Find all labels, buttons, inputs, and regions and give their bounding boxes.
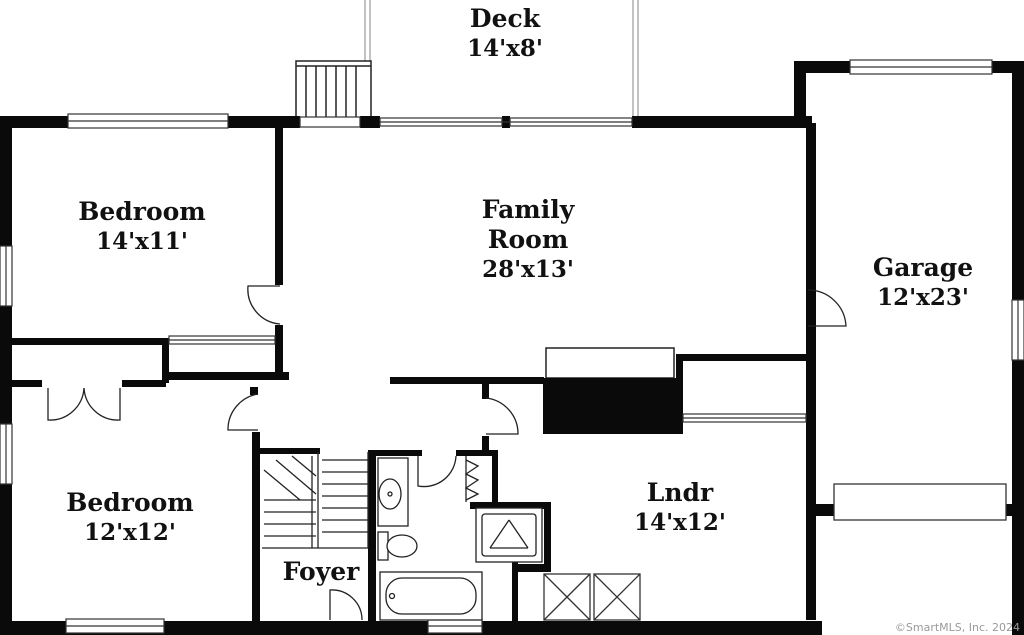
laundry-dimensions: 14'x12'	[634, 509, 726, 536]
bedroom-1-dimensions: 14'x11'	[96, 228, 188, 255]
bedroom-2-dimensions: 12'x12'	[84, 519, 176, 546]
deck-outline	[364, 0, 639, 118]
closets	[168, 335, 807, 423]
room-label-foyer: Foyer	[266, 557, 376, 587]
room-label-laundry: Lndr 14'x12'	[620, 478, 740, 538]
garage-name: Garage	[872, 253, 974, 282]
bathroom-fixtures	[377, 457, 543, 621]
fireplace	[543, 347, 683, 434]
room-label-bedroom-1: Bedroom 14'x11'	[62, 197, 222, 257]
room-label-deck: Deck 14'x8'	[440, 4, 570, 64]
garage-dimensions: 12'x23'	[877, 284, 969, 311]
room-label-bedroom-2: Bedroom 12'x12'	[50, 488, 210, 548]
deck-name: Deck	[469, 4, 541, 33]
door-swings	[47, 285, 847, 621]
family-room-name-line2: Room	[487, 225, 569, 254]
deck-dimensions: 14'x8'	[467, 35, 543, 62]
laundry-name: Lndr	[646, 478, 714, 507]
deck-steps	[295, 60, 372, 120]
room-label-garage: Garage 12'x23'	[850, 253, 996, 313]
linen-closet	[464, 456, 480, 502]
foyer-name: Foyer	[282, 557, 360, 586]
bedroom-1-name: Bedroom	[78, 197, 206, 226]
stairs	[262, 452, 369, 549]
bedroom-2-name: Bedroom	[66, 488, 194, 517]
family-room-dimensions: 28'x13'	[482, 256, 574, 283]
room-label-family-room: Family Room 28'x13'	[448, 195, 608, 285]
washer-dryer	[543, 573, 641, 621]
family-room-name-line1: Family	[481, 195, 575, 224]
interior-walls	[12, 128, 816, 622]
windows	[0, 59, 1024, 634]
copyright-notice: ©SmartMLS, Inc. 2024	[894, 621, 1020, 634]
garage-door	[833, 483, 1007, 521]
